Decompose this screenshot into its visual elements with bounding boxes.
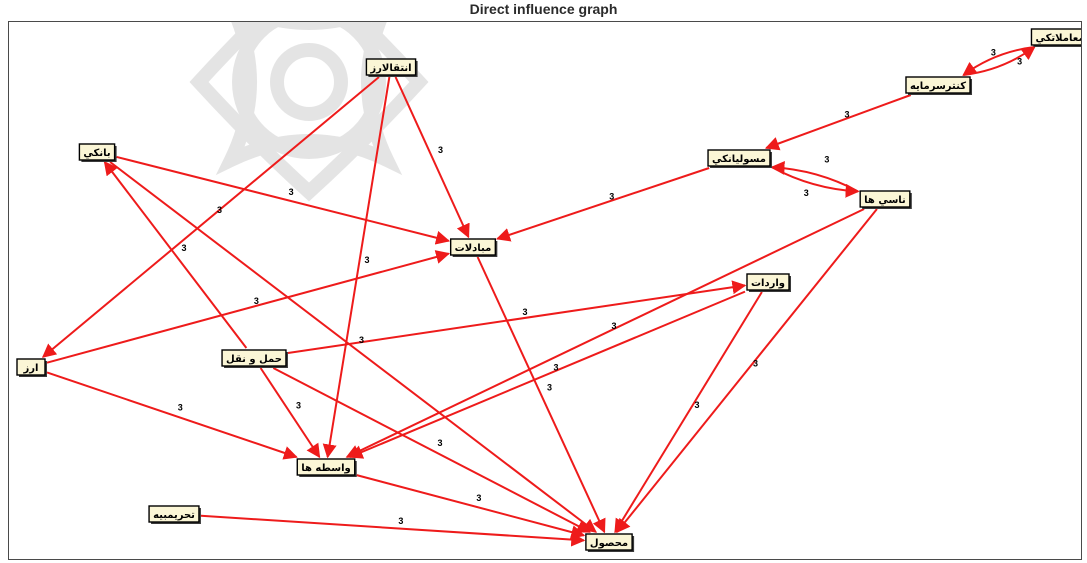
edge-nasi-to-masoliat bbox=[770, 160, 859, 193]
node-arz[interactable]: ارز bbox=[16, 358, 47, 377]
edge-weight-label: 3 bbox=[476, 493, 481, 503]
nodes-layer: معاملاتكي كنترسرمايه مسوليانكي ناسي ها انتقا… bbox=[16, 28, 1082, 552]
node-box bbox=[859, 190, 911, 208]
edge-haml-to-banki bbox=[103, 160, 248, 349]
edge-mobadelat-to-mahsol bbox=[476, 256, 606, 534]
edge-enteghal-to-mobadelat bbox=[394, 76, 470, 239]
edge-weight-label: 3 bbox=[991, 48, 996, 58]
node-box bbox=[1030, 28, 1081, 46]
edge-weight-label: 3 bbox=[845, 110, 850, 120]
node-box bbox=[585, 533, 633, 551]
node-box bbox=[296, 458, 356, 476]
edge-haml-to-vaseteh bbox=[259, 367, 321, 459]
edge-weight-label: 3 bbox=[695, 400, 700, 410]
edge-weight-label: 3 bbox=[438, 145, 443, 155]
edge-weight-label: 3 bbox=[553, 362, 558, 372]
edge-weight-label: 3 bbox=[753, 359, 758, 369]
node-kontrol[interactable]: كنترسرمايه bbox=[905, 76, 973, 95]
node-label: تحريمبيه bbox=[153, 510, 195, 521]
edge-nasi-to-vaseteh bbox=[345, 208, 865, 458]
edge-haml-to-varedat bbox=[287, 280, 747, 354]
edge-tahrimi-to-mahsol bbox=[200, 514, 586, 547]
node-label: مسوليانكي bbox=[712, 154, 766, 165]
node-label: مبادلات bbox=[455, 243, 492, 254]
node-label: بانكي bbox=[83, 148, 110, 159]
edge-varedat-to-vaseteh bbox=[348, 290, 746, 459]
node-label: معاملاتكي bbox=[1035, 33, 1082, 44]
node-mobadelat[interactable]: مبادلات bbox=[449, 238, 498, 257]
node-vaseteh[interactable]: واسطه ها bbox=[296, 458, 357, 477]
node-label: واردات bbox=[751, 278, 785, 289]
node-mahsol[interactable]: محصول bbox=[585, 533, 635, 552]
node-box bbox=[707, 149, 771, 167]
edge-weight-label: 3 bbox=[438, 438, 443, 448]
edge-enteghal-to-vaseteh bbox=[322, 76, 391, 459]
edge-weight-label: 3 bbox=[359, 335, 364, 345]
edge-masoliat-to-mobadelat bbox=[496, 167, 710, 242]
node-label: ارز bbox=[23, 363, 39, 374]
edge-masoliat-to-nasi bbox=[771, 166, 860, 198]
node-box bbox=[905, 76, 971, 94]
edge-varedat-to-mahsol bbox=[614, 291, 763, 534]
edge-weight-label: 3 bbox=[522, 307, 527, 317]
node-moamelati[interactable]: معاملاتكي bbox=[1030, 28, 1082, 47]
edge-haml-to-mahsol bbox=[272, 367, 591, 533]
node-enteghal[interactable]: انتقالارز bbox=[365, 58, 418, 77]
edge-weight-label: 3 bbox=[824, 155, 829, 165]
edge-arz-to-mobadelat bbox=[46, 250, 451, 364]
edge-weight-label: 3 bbox=[612, 321, 617, 331]
node-label: انتقالارز bbox=[369, 63, 411, 74]
edge-enteghal-to-arz bbox=[41, 76, 380, 358]
edge-weight-label: 3 bbox=[609, 191, 614, 201]
node-label: حمل و نقل bbox=[226, 354, 282, 365]
node-box bbox=[365, 58, 417, 76]
edge-labels-layer: 3 3 3 3 3 3 3 3 3 3 3 3 3 3 3 3 3 3 3 3 3 3 3 3 bbox=[178, 48, 1022, 526]
edge-banki-to-mobadelat bbox=[116, 155, 451, 245]
node-box bbox=[148, 505, 200, 523]
edge-vaseteh-to-mahsol bbox=[356, 474, 586, 539]
node-label: محصول bbox=[590, 538, 628, 549]
node-varedat[interactable]: واردات bbox=[746, 273, 792, 292]
node-tahrimi[interactable]: تحريمبيه bbox=[148, 505, 201, 524]
edge-weight-label: 3 bbox=[178, 403, 183, 413]
node-label: كنترسرمايه bbox=[910, 81, 966, 92]
edge-kontrol-to-moamelati bbox=[963, 46, 1036, 76]
edge-weight-label: 3 bbox=[217, 205, 222, 215]
node-box bbox=[16, 358, 46, 376]
node-box bbox=[449, 238, 497, 256]
edge-kontrol-to-masoliat bbox=[764, 94, 912, 151]
page-title: Direct influence graph bbox=[469, 1, 618, 17]
edge-banki-to-mahsol bbox=[109, 161, 597, 533]
edge-weight-label: 3 bbox=[365, 255, 370, 265]
node-box bbox=[221, 349, 287, 367]
node-box bbox=[78, 143, 116, 161]
graph-canvas: 3 3 3 3 3 3 3 3 3 3 3 3 3 3 3 3 3 3 3 3 3 3 3 3 معاملاتكي كنترسر… bbox=[8, 21, 1082, 560]
edge-weight-label: 3 bbox=[804, 188, 809, 198]
edge-nasi-to-mahsol bbox=[616, 208, 878, 534]
edge-moamelati-to-kontrol bbox=[962, 46, 1035, 76]
edge-weight-label: 3 bbox=[254, 296, 259, 306]
edge-weight-label: 3 bbox=[182, 243, 187, 253]
edge-weight-label: 3 bbox=[1017, 56, 1022, 66]
edge-weight-label: 3 bbox=[547, 383, 552, 393]
node-label: ناسي ها bbox=[864, 195, 906, 206]
edge-weight-label: 3 bbox=[296, 401, 301, 411]
edge-weight-label: 3 bbox=[398, 516, 403, 526]
node-label: واسطه ها bbox=[301, 463, 350, 474]
edge-arz-to-vaseteh bbox=[46, 371, 298, 460]
node-haml[interactable]: حمل و نقل bbox=[221, 349, 288, 368]
node-nasi[interactable]: ناسي ها bbox=[859, 190, 912, 209]
node-masoliat[interactable]: مسوليانكي bbox=[707, 149, 772, 168]
node-box bbox=[746, 273, 790, 291]
watermark-ornament bbox=[189, 22, 429, 202]
edge-weight-label: 3 bbox=[289, 187, 294, 197]
node-banki[interactable]: بانكي bbox=[78, 143, 117, 162]
edges-layer bbox=[41, 46, 1036, 547]
